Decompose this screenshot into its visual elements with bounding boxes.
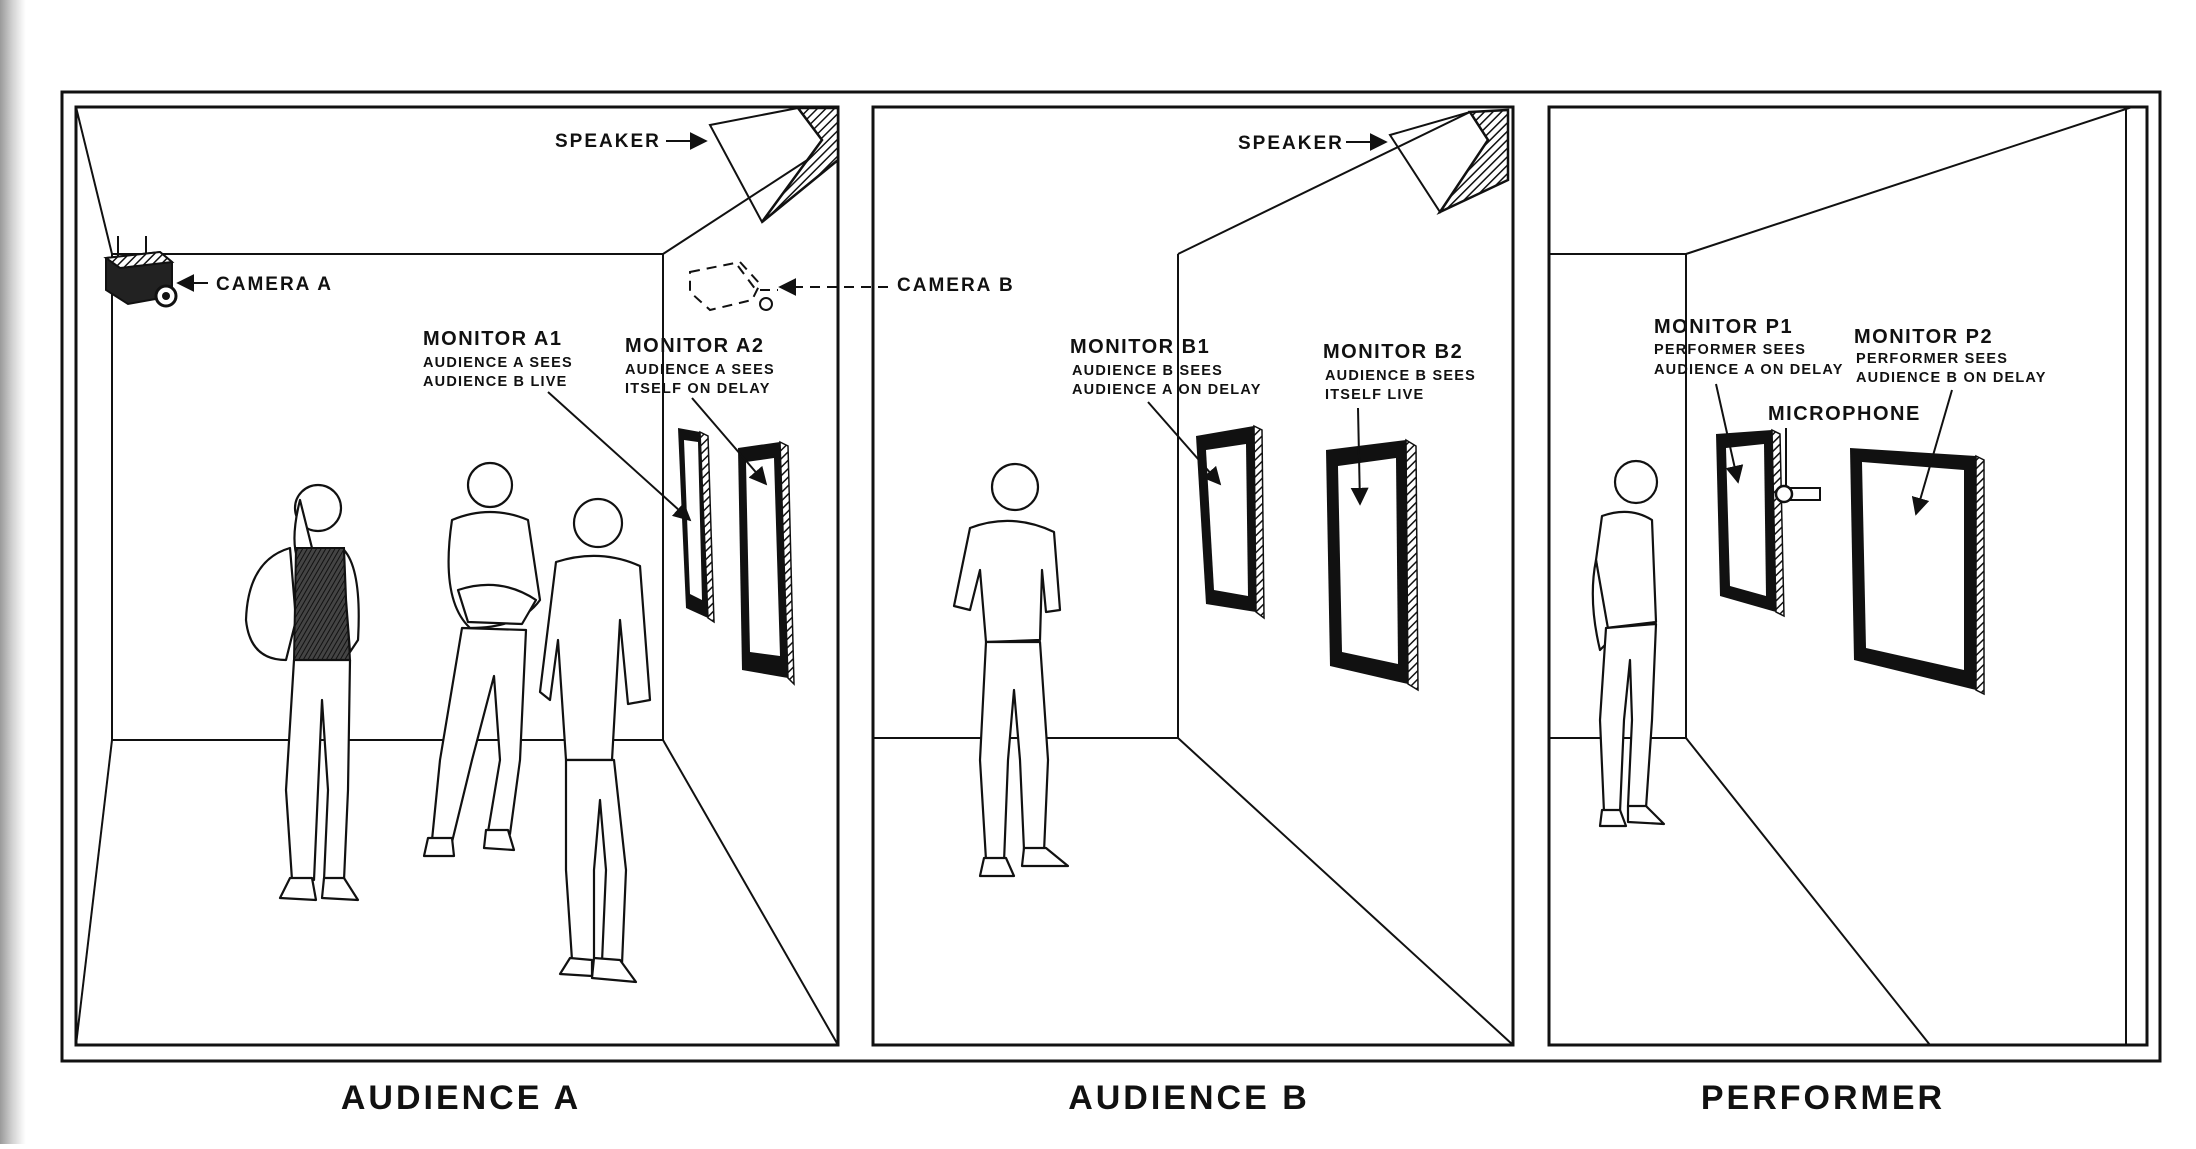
speaker-icon (708, 106, 840, 224)
speaker-label-b: SPEAKER (1238, 133, 1344, 154)
speaker-label-a: SPEAKER (555, 131, 661, 152)
camera-label-b: CAMERA B (897, 275, 1015, 296)
microphone-icon (1774, 428, 1821, 504)
outer-frame (60, 90, 2162, 1063)
monitor-icon (738, 440, 795, 686)
audience-a-figure-3 (538, 497, 652, 984)
audience-a-figure-1 (244, 483, 360, 902)
monitor-p1-line2: AUDIENCE A ON DELAY (1654, 362, 1844, 378)
audience-a-figure-2 (422, 461, 542, 858)
monitor-a2-line2: ITSELF ON DELAY (625, 381, 771, 397)
binding-shadow (0, 0, 26, 1144)
monitor-p1-line1: PERFORMER SEES (1654, 342, 1806, 358)
camera-icon (103, 236, 178, 308)
audience-b-figure (952, 462, 1070, 878)
performer-figure (1591, 459, 1666, 828)
monitor-b2-line2: ITSELF LIVE (1325, 387, 1424, 403)
monitor-a2-name: MONITOR A2 (625, 335, 764, 357)
monitor-a2-line1: AUDIENCE A SEES (625, 362, 775, 378)
monitor-b1-line2: AUDIENCE A ON DELAY (1072, 382, 1262, 398)
monitor-icon (1850, 448, 1985, 696)
room-audience-a: SPEAKER CAMERA A MONITOR A1 AUDIENCE A S… (74, 105, 840, 1047)
monitor-b2-name: MONITOR B2 (1323, 341, 1463, 363)
monitor-b1-line1: AUDIENCE B SEES (1072, 363, 1223, 379)
monitor-p2-line1: PERFORMER SEES (1856, 351, 2008, 367)
caption-performer: PERFORMER (1701, 1079, 1945, 1117)
speaker-icon (1388, 108, 1510, 216)
monitor-icon (1716, 428, 1785, 618)
monitor-a1-line2: AUDIENCE B LIVE (423, 374, 568, 390)
monitor-b2-line1: AUDIENCE B SEES (1325, 368, 1476, 384)
caption-audience-b: AUDIENCE B (1068, 1079, 1310, 1117)
camera-label-a: CAMERA A (216, 274, 333, 295)
monitor-b1-name: MONITOR B1 (1070, 336, 1210, 358)
monitor-p2-name: MONITOR P2 (1854, 326, 1993, 348)
camera-icon (689, 260, 778, 312)
monitor-a1-name: MONITOR A1 (423, 328, 562, 350)
monitor-icon (678, 428, 715, 624)
monitor-p2-line2: AUDIENCE B ON DELAY (1856, 370, 2047, 386)
monitor-icon (1196, 424, 1265, 620)
microphone-label: MICROPHONE (1768, 403, 1921, 425)
monitor-icon (1326, 438, 1419, 692)
room-performer: MONITOR P1 PERFORMER SEES AUDIENCE A ON … (1547, 105, 2149, 1047)
room-audience-b: SPEAKER CAMERA B MONITOR B1 AUDIENCE B S… (689, 105, 1515, 1047)
caption-audience-a: AUDIENCE A (341, 1079, 581, 1117)
monitor-a1-line1: AUDIENCE A SEES (423, 355, 573, 371)
monitor-p1-name: MONITOR P1 (1654, 316, 1793, 338)
